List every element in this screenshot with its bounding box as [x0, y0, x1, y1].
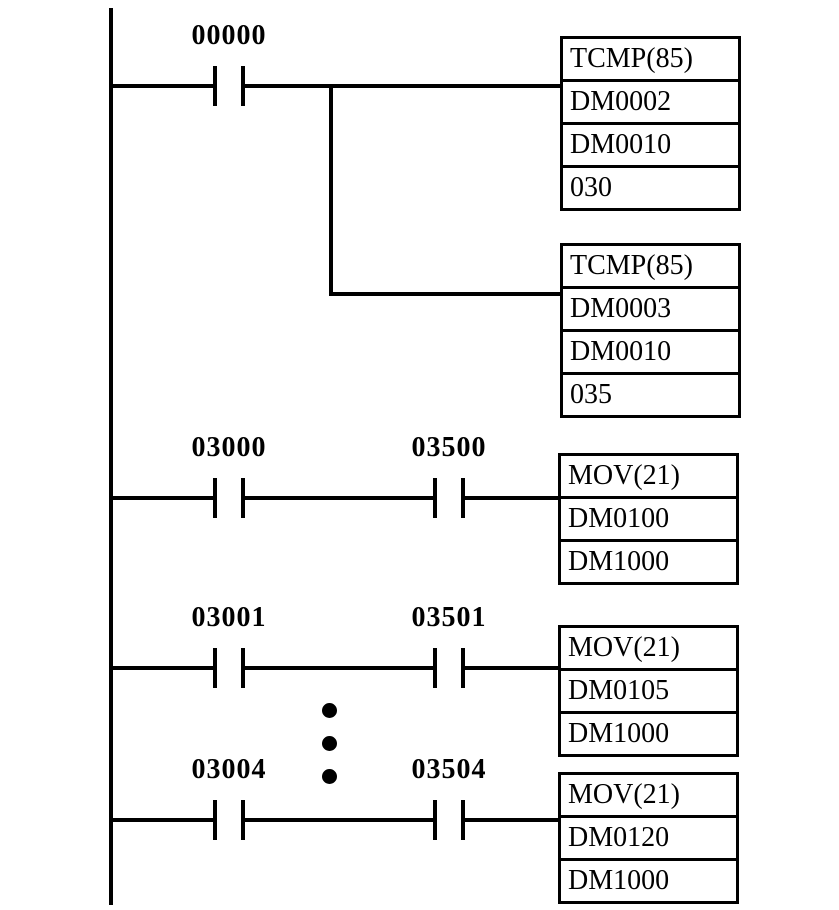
wire: [465, 818, 560, 822]
instruction-block: TCMP(85) DM0002 DM0010 030: [560, 36, 741, 211]
instruction-row: DM0105: [558, 668, 739, 714]
wire: [109, 666, 215, 670]
wire: [109, 496, 215, 500]
contact-bar: [433, 478, 437, 518]
ellipsis-dot: [322, 703, 337, 718]
instruction-block: TCMP(85) DM0003 DM0010 035: [560, 243, 741, 418]
contact-bar: [213, 66, 217, 106]
wire: [245, 666, 433, 670]
contact-bar: [241, 66, 245, 106]
wire: [109, 818, 215, 822]
instruction-row: DM0010: [560, 329, 741, 375]
contact-bar: [461, 648, 465, 688]
branch-wire: [329, 84, 333, 296]
instruction-block: MOV(21) DM0105 DM1000: [558, 625, 739, 757]
wire: [329, 292, 560, 296]
wire: [465, 496, 560, 500]
instruction-row: DM0120: [558, 815, 739, 861]
contact-label: 03004: [191, 754, 267, 785]
contact-label: 03504: [411, 754, 487, 785]
ellipsis-dot: [322, 736, 337, 751]
wire: [465, 666, 560, 670]
instruction-row: DM0100: [558, 496, 739, 542]
ellipsis-dot: [322, 769, 337, 784]
instruction-row: DM0002: [560, 79, 741, 125]
instruction-row: DM0003: [560, 286, 741, 332]
contact-bar: [241, 478, 245, 518]
instruction-block: MOV(21) DM0100 DM1000: [558, 453, 739, 585]
contact-label: 03001: [191, 602, 267, 633]
contact-bar: [241, 648, 245, 688]
instruction-row: 035: [560, 372, 741, 418]
contact-bar: [241, 800, 245, 840]
contact-bar: [433, 648, 437, 688]
wire: [245, 496, 433, 500]
power-rail: [109, 8, 113, 905]
instruction-row: DM1000: [558, 858, 739, 904]
contact-bar: [461, 478, 465, 518]
contact-bar: [213, 800, 217, 840]
instruction-row: MOV(21): [558, 772, 739, 818]
instruction-row: MOV(21): [558, 625, 739, 671]
wire: [245, 818, 433, 822]
contact-label: 00000: [191, 20, 267, 51]
instruction-row: 030: [560, 165, 741, 211]
instruction-row: DM1000: [558, 539, 739, 585]
instruction-row: MOV(21): [558, 453, 739, 499]
instruction-row: DM1000: [558, 711, 739, 757]
contact-bar: [213, 648, 217, 688]
contact-bar: [433, 800, 437, 840]
instruction-row: TCMP(85): [560, 243, 741, 289]
contact-label: 03500: [411, 432, 487, 463]
instruction-row: DM0010: [560, 122, 741, 168]
instruction-row: TCMP(85): [560, 36, 741, 82]
contact-label: 03000: [191, 432, 267, 463]
wire: [109, 84, 215, 88]
instruction-block: MOV(21) DM0120 DM1000: [558, 772, 739, 904]
wire: [245, 84, 560, 88]
contact-bar: [213, 478, 217, 518]
contact-label: 03501: [411, 602, 487, 633]
contact-bar: [461, 800, 465, 840]
